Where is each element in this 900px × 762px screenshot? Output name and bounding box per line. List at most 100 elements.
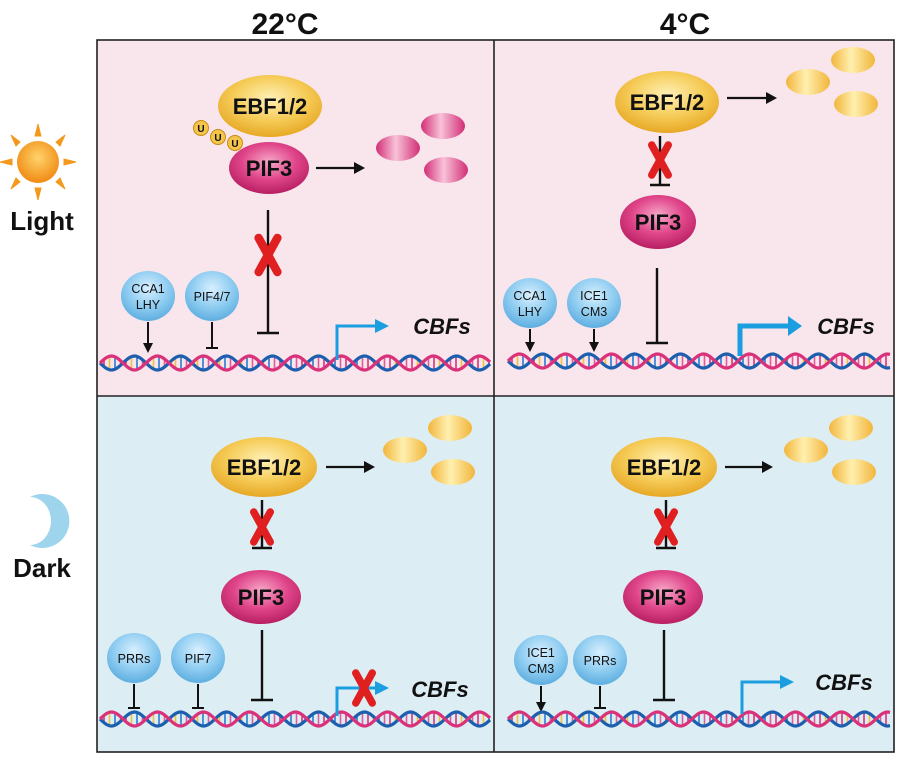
dna-strand <box>506 710 891 728</box>
degraded-protein-fragment <box>834 91 878 117</box>
factor-oval <box>567 278 621 328</box>
column-header-4c: 4°C <box>660 8 710 41</box>
arrow-head <box>766 92 777 104</box>
red-x-mark-icon <box>648 141 672 179</box>
ubiquitin-tag-icon <box>210 129 226 145</box>
factor-activates-arrow <box>536 686 546 712</box>
cbf-arrow-line <box>335 324 379 360</box>
arrow-head <box>364 461 375 473</box>
ubiquitin-label: U <box>231 139 238 150</box>
ebf-label: EBF1/2 <box>627 455 702 480</box>
degraded-protein-fragment <box>831 47 875 73</box>
cbf-transcription-start-arrow <box>740 675 794 714</box>
factor-represses-bar <box>128 684 140 709</box>
red-x-mark-icon <box>352 669 376 707</box>
ubiquitin-tag-icon <box>193 120 209 136</box>
pif3-represses-cbfs <box>653 630 675 702</box>
dna-strand <box>506 352 891 370</box>
dna-double-helix <box>98 710 492 728</box>
pif3-label: PIF3 <box>238 585 284 610</box>
factor-label: CM3 <box>528 662 554 676</box>
factor-oval <box>121 271 175 321</box>
dna-strand <box>98 354 492 372</box>
factor-oval <box>107 633 161 683</box>
degradation-arrow <box>725 461 773 473</box>
dna-strand <box>98 710 492 728</box>
column-header-22c: 22°C <box>251 8 318 41</box>
dna-strand <box>98 354 492 372</box>
factor-label: CCA1 <box>131 282 164 296</box>
cbfs-gene-label: CBFs <box>817 314 874 339</box>
row-label-light: Light <box>10 206 74 236</box>
factor-label: CCA1 <box>513 289 546 303</box>
ebf-protein <box>218 75 322 137</box>
factor-oval <box>514 635 568 685</box>
ebf-protein <box>611 437 717 497</box>
ubiquitin-tag-icon <box>227 135 243 151</box>
x-stroke <box>352 669 376 707</box>
dna-double-helix <box>98 354 492 372</box>
row-label-dark: Dark <box>13 553 71 583</box>
cbf-arrow-line <box>740 680 784 714</box>
transcription-factor: PRRs <box>573 635 627 685</box>
factor-label: LHY <box>136 298 161 312</box>
cbf-transcription-start-arrow <box>335 319 389 360</box>
ubiquitin-label: U <box>214 133 221 144</box>
pif3-represses-cbfs <box>257 210 279 335</box>
factor-activates-arrow <box>525 329 535 352</box>
ebf-degradation-fragments <box>383 415 475 485</box>
degraded-protein-fragment <box>829 415 873 441</box>
pif3-protein <box>623 570 703 624</box>
ebf-degradation-fragments <box>784 415 876 485</box>
transcription-factor: PIF7 <box>171 633 225 683</box>
degraded-protein-fragment <box>786 69 830 95</box>
factor-label: PRRs <box>584 654 617 668</box>
transcription-factor: PRRs <box>107 633 161 683</box>
crescent-moon-icon <box>30 494 70 548</box>
arrow-head <box>354 162 365 174</box>
factor-label: ICE1 <box>527 646 555 660</box>
x-stroke <box>648 141 672 179</box>
cbfs-gene-label: CBFs <box>413 314 470 339</box>
pif3-represses-cbfs <box>646 268 668 345</box>
degraded-protein-fragment <box>428 415 472 441</box>
cbf-transcription-start-arrow <box>737 316 802 356</box>
transcription-factor: PIF4/7 <box>185 271 239 321</box>
pif3-protein <box>229 142 309 194</box>
red-x-mark-icon <box>254 233 282 277</box>
ubiquitin-label: U <box>197 124 204 135</box>
factor-label: PRRs <box>118 652 151 666</box>
cbf-arrow-head <box>780 675 794 689</box>
pif3-label: PIF3 <box>246 156 292 181</box>
factor-oval <box>573 635 627 685</box>
degradation-arrow <box>316 162 365 174</box>
degraded-protein-fragment <box>421 113 465 139</box>
arrow-head <box>762 461 773 473</box>
dna-double-helix <box>506 710 891 728</box>
factor-represses-bar <box>594 686 606 709</box>
pif3-label: PIF3 <box>635 210 681 235</box>
factor-represses-bar <box>206 322 218 349</box>
cbf-arrow-head <box>375 681 389 695</box>
degraded-protein-fragment <box>383 437 427 463</box>
degraded-protein-fragment <box>832 459 876 485</box>
arrow-head <box>589 342 599 352</box>
ebf-protein <box>615 71 719 133</box>
cbf-arrow-head <box>375 319 389 333</box>
pif3-protein <box>620 195 696 249</box>
degraded-protein-fragment <box>424 157 468 183</box>
arrow-head <box>536 702 546 712</box>
degradation-arrow <box>727 92 777 104</box>
red-x-mark-icon <box>250 508 274 546</box>
x-stroke <box>254 233 282 277</box>
factor-oval <box>185 271 239 321</box>
